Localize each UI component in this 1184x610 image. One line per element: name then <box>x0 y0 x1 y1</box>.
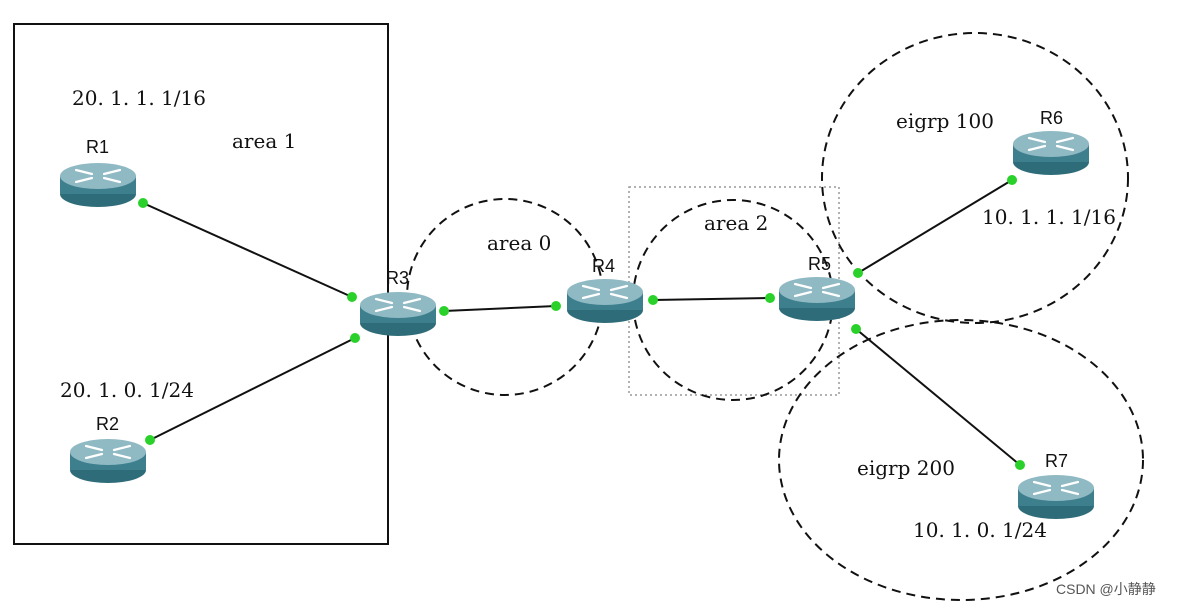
router-r7-label: R7 <box>1045 451 1068 471</box>
router-r6-icon[interactable] <box>1011 129 1091 177</box>
link-dot <box>851 324 861 334</box>
link-dot <box>551 301 561 311</box>
eigrp-200-label: eigrp 200 <box>857 456 955 480</box>
area-2-label: area 2 <box>704 211 768 235</box>
router-r6-label: R6 <box>1040 108 1063 128</box>
link-dot <box>439 306 449 316</box>
r6-network-address: 10. 1. 1. 1/16 <box>982 205 1116 229</box>
link-dot <box>350 333 360 343</box>
eigrp-200-boundary <box>778 319 1144 601</box>
link-dot <box>765 293 775 303</box>
eigrp-100-label: eigrp 100 <box>896 109 994 133</box>
router-r5-icon[interactable] <box>777 275 857 323</box>
router-r1-label: R1 <box>86 137 109 157</box>
router-r4-icon[interactable] <box>565 277 645 325</box>
link-r5-r6 <box>857 179 1013 274</box>
link-r5-r7 <box>855 328 1021 466</box>
r2-network-address: 20. 1. 0. 1/24 <box>60 378 194 402</box>
router-r2-icon[interactable] <box>68 437 148 485</box>
link-dot <box>1007 175 1017 185</box>
router-r7-icon[interactable] <box>1016 473 1096 521</box>
link-dot <box>138 198 148 208</box>
link-r3-r4 <box>443 305 557 312</box>
area-1-boundary <box>13 23 389 545</box>
r7-network-address: 10. 1. 0. 1/24 <box>913 518 1047 542</box>
router-r4-label: R4 <box>592 256 615 276</box>
link-dot <box>648 295 658 305</box>
link-r1-r3 <box>142 202 353 298</box>
area-1-label: area 1 <box>232 129 296 153</box>
router-r2-label: R2 <box>96 414 119 434</box>
eigrp-100-boundary <box>821 32 1129 324</box>
router-r3-label: R3 <box>386 268 409 288</box>
link-dot <box>145 435 155 445</box>
router-r3-icon[interactable] <box>358 290 438 338</box>
router-r5-label: R5 <box>808 254 831 274</box>
link-dot <box>1015 460 1025 470</box>
link-r2-r3 <box>149 337 356 441</box>
link-r4-r5 <box>652 297 771 301</box>
router-r1-icon[interactable] <box>58 161 138 209</box>
link-dot <box>347 292 357 302</box>
link-endpoints <box>138 175 1025 470</box>
watermark: CSDN @小静静 <box>1056 581 1156 597</box>
r1-network-address: 20. 1. 1. 1/16 <box>72 86 206 110</box>
area-0-label: area 0 <box>487 231 551 255</box>
link-dot <box>853 268 863 278</box>
